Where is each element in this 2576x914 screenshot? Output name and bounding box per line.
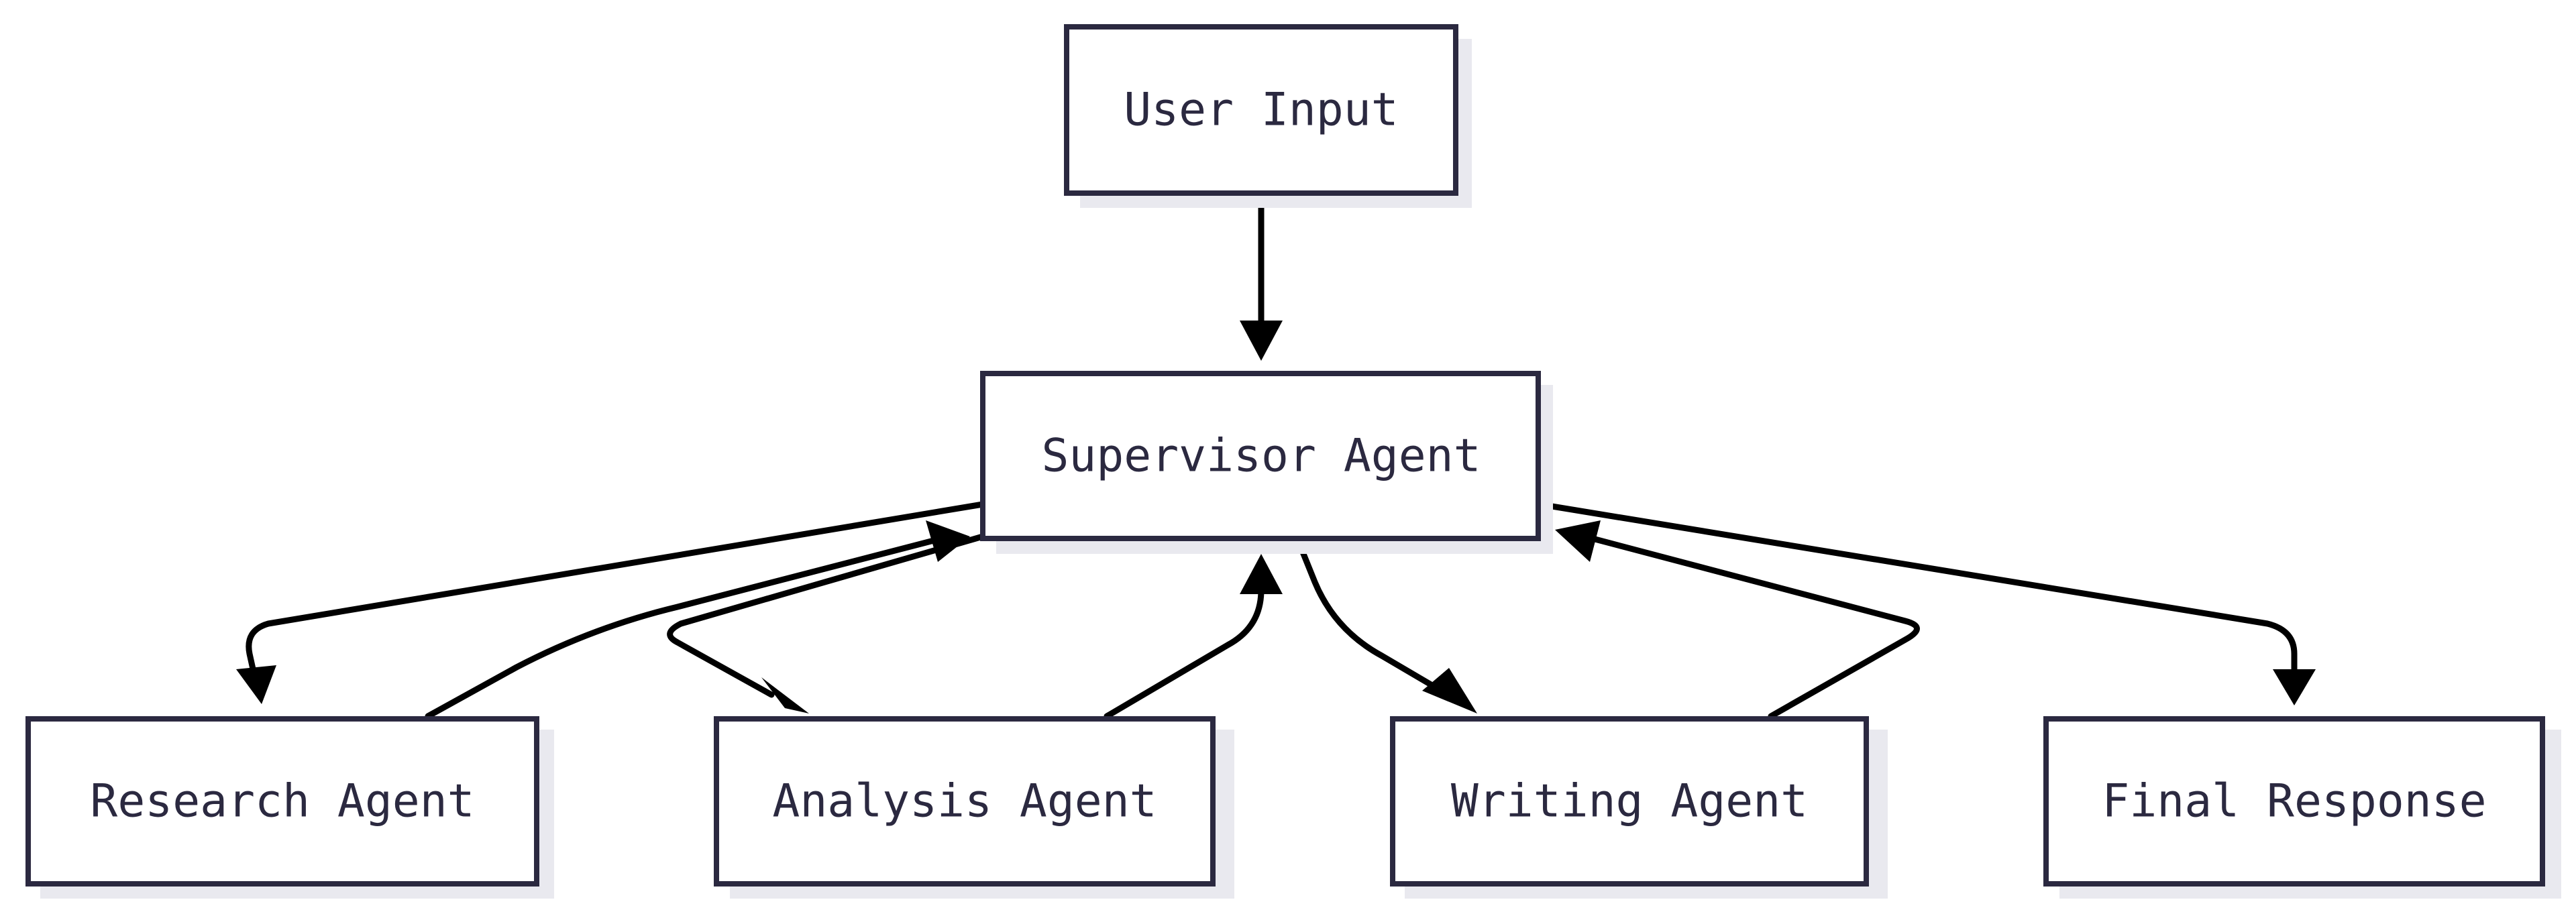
node-supervisor-agent: Supervisor Agent: [980, 371, 1553, 554]
edge-supervisor-to-writing: [1295, 537, 1477, 713]
node-supervisor-agent-label: Supervisor Agent: [1041, 430, 1481, 483]
edge-user-input-to-supervisor: [1240, 192, 1283, 361]
node-user-input: User Input: [1064, 24, 1472, 208]
edges: [236, 192, 2316, 720]
node-final-response: Final Response: [2043, 716, 2561, 899]
edge-supervisor-to-analysis: [667, 533, 986, 713]
node-research-agent-label: Research Agent: [90, 775, 474, 828]
edge-supervisor-to-final: [1536, 501, 2316, 705]
node-research-agent: Research Agent: [25, 716, 554, 899]
node-analysis-agent-label: Analysis Agent: [772, 775, 1157, 828]
node-writing-agent: Writing Agent: [1390, 716, 1888, 899]
node-writing-agent-label: Writing Agent: [1451, 775, 1808, 828]
node-analysis-agent: Analysis Agent: [714, 716, 1234, 899]
edge-analysis-to-supervisor: [1104, 554, 1283, 720]
edge-writing-to-supervisor: [1555, 520, 1920, 720]
node-final-response-label: Final Response: [2102, 775, 2486, 828]
node-user-input-label: User Input: [1124, 84, 1398, 137]
edge-supervisor-to-research: [236, 501, 986, 704]
